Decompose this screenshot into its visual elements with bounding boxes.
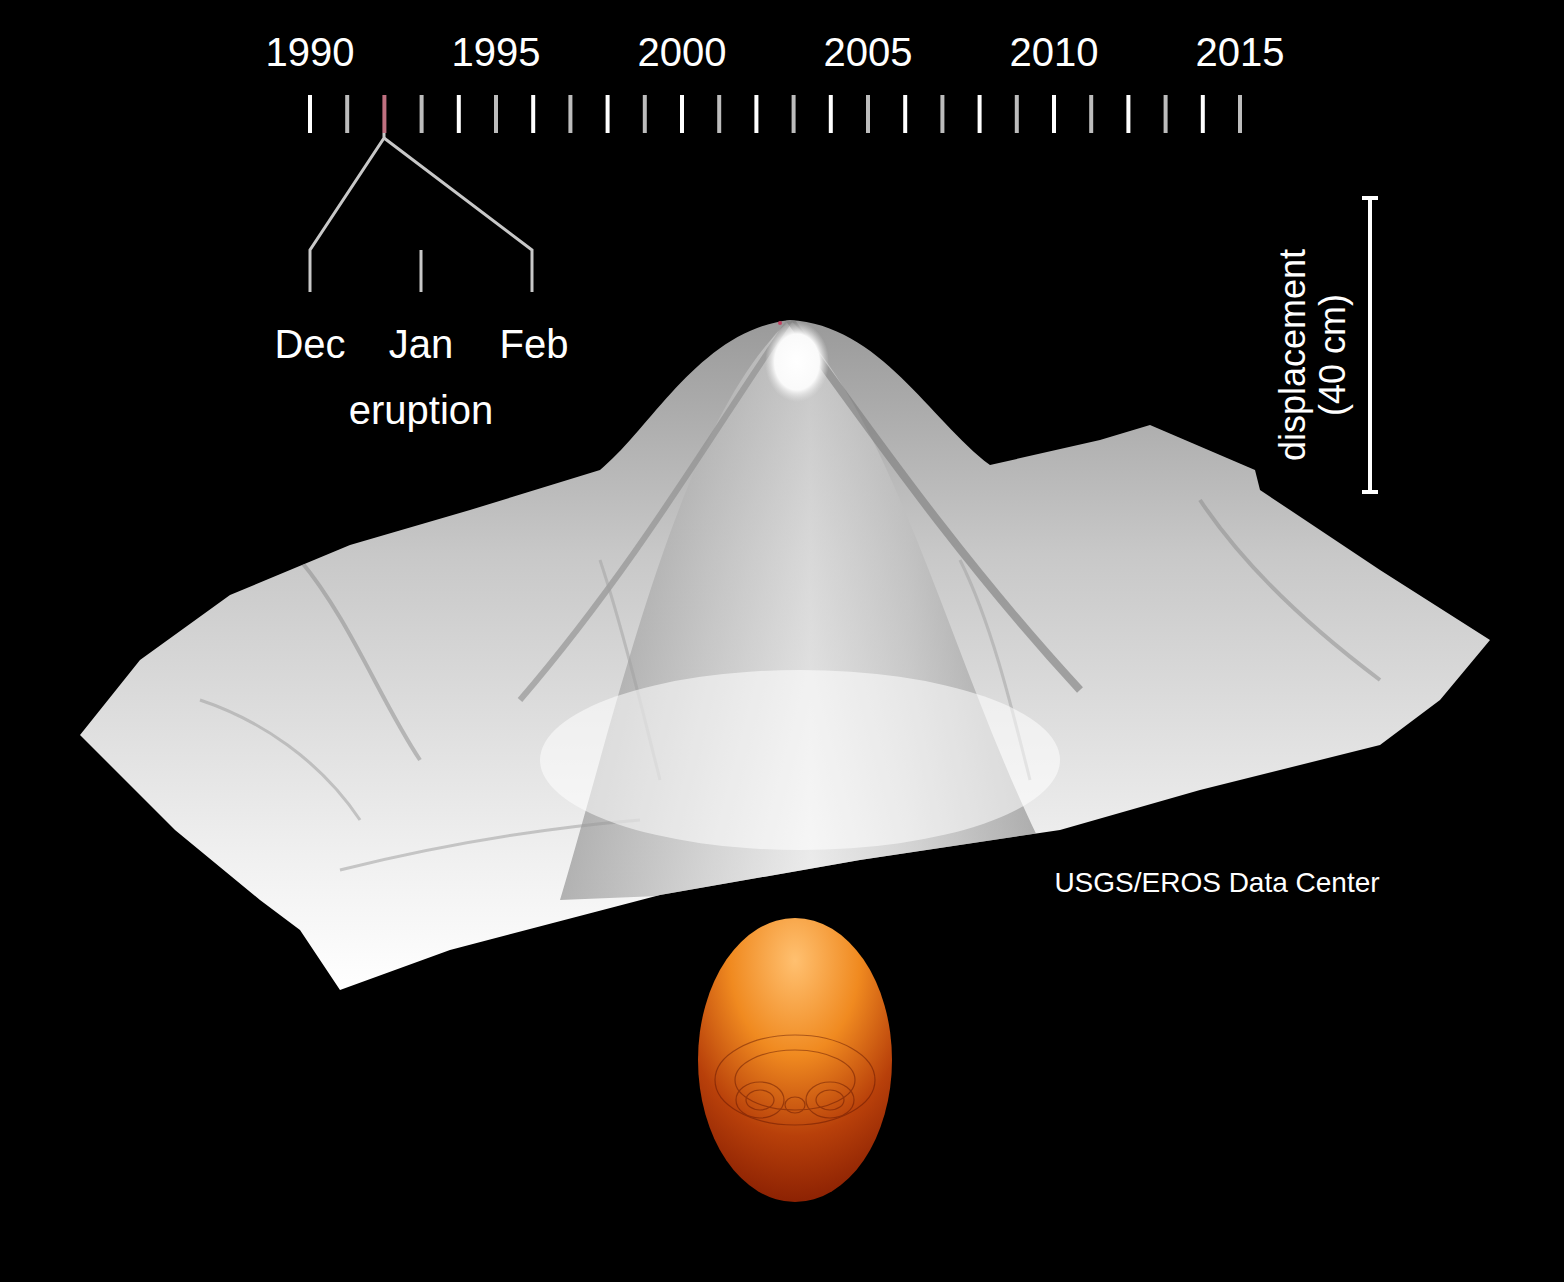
year-label: 2010 — [1010, 30, 1099, 74]
timeline-tick — [643, 95, 647, 133]
magma-chamber — [698, 918, 892, 1202]
timeline-tick — [1126, 95, 1130, 133]
month-label: Feb — [500, 322, 569, 366]
timeline-tick — [1052, 95, 1056, 133]
timeline-tick — [978, 95, 982, 133]
timeline-tick — [457, 95, 461, 133]
timeline-tick — [568, 95, 572, 133]
timeline — [310, 95, 1240, 133]
year-label: 2015 — [1196, 30, 1285, 74]
credit-label: USGS/EROS Data Center — [1054, 868, 1379, 899]
timeline-tick — [420, 95, 424, 133]
timeline-tick — [940, 95, 944, 133]
timeline-tick — [1089, 95, 1093, 133]
timeline-tick — [1238, 95, 1242, 133]
timeline-tick — [531, 95, 535, 133]
timeline-tick — [494, 95, 498, 133]
timeline-tick — [866, 95, 870, 133]
month-label: Jan — [389, 322, 454, 366]
timeline-tick — [1015, 95, 1019, 133]
month-label: Dec — [274, 322, 345, 366]
scale-label: displacement (40 cm) — [1273, 230, 1352, 480]
timeline-tick — [345, 95, 349, 133]
timeline-tick — [382, 95, 386, 133]
event-label: eruption — [349, 388, 494, 432]
timeline-tick — [1164, 95, 1168, 133]
timeline-tick — [308, 95, 312, 133]
timeline-tick — [829, 95, 833, 133]
year-label: 1990 — [266, 30, 355, 74]
timeline-tick — [754, 95, 758, 133]
timeline-tick — [680, 95, 684, 133]
year-label: 2000 — [638, 30, 727, 74]
year-label: 2005 — [824, 30, 913, 74]
scale-bar — [1362, 198, 1378, 492]
timeline-tick — [606, 95, 610, 133]
timeline-tick — [903, 95, 907, 133]
timeline-tick — [1201, 95, 1205, 133]
eruption-bracket — [310, 133, 532, 292]
year-label: 1995 — [452, 30, 541, 74]
timeline-tick — [717, 95, 721, 133]
timeline-tick — [792, 95, 796, 133]
